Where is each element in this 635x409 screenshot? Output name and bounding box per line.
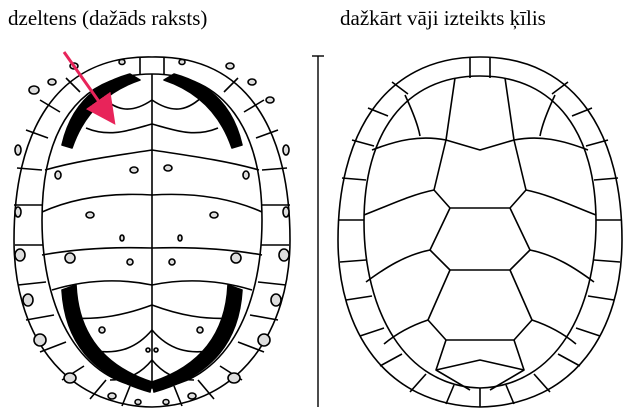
spotted-turtle-shell-icon: [14, 57, 290, 407]
plain-turtle-shell-icon: [338, 57, 622, 407]
divider: [312, 56, 324, 407]
right-shell-outline: [338, 57, 622, 407]
